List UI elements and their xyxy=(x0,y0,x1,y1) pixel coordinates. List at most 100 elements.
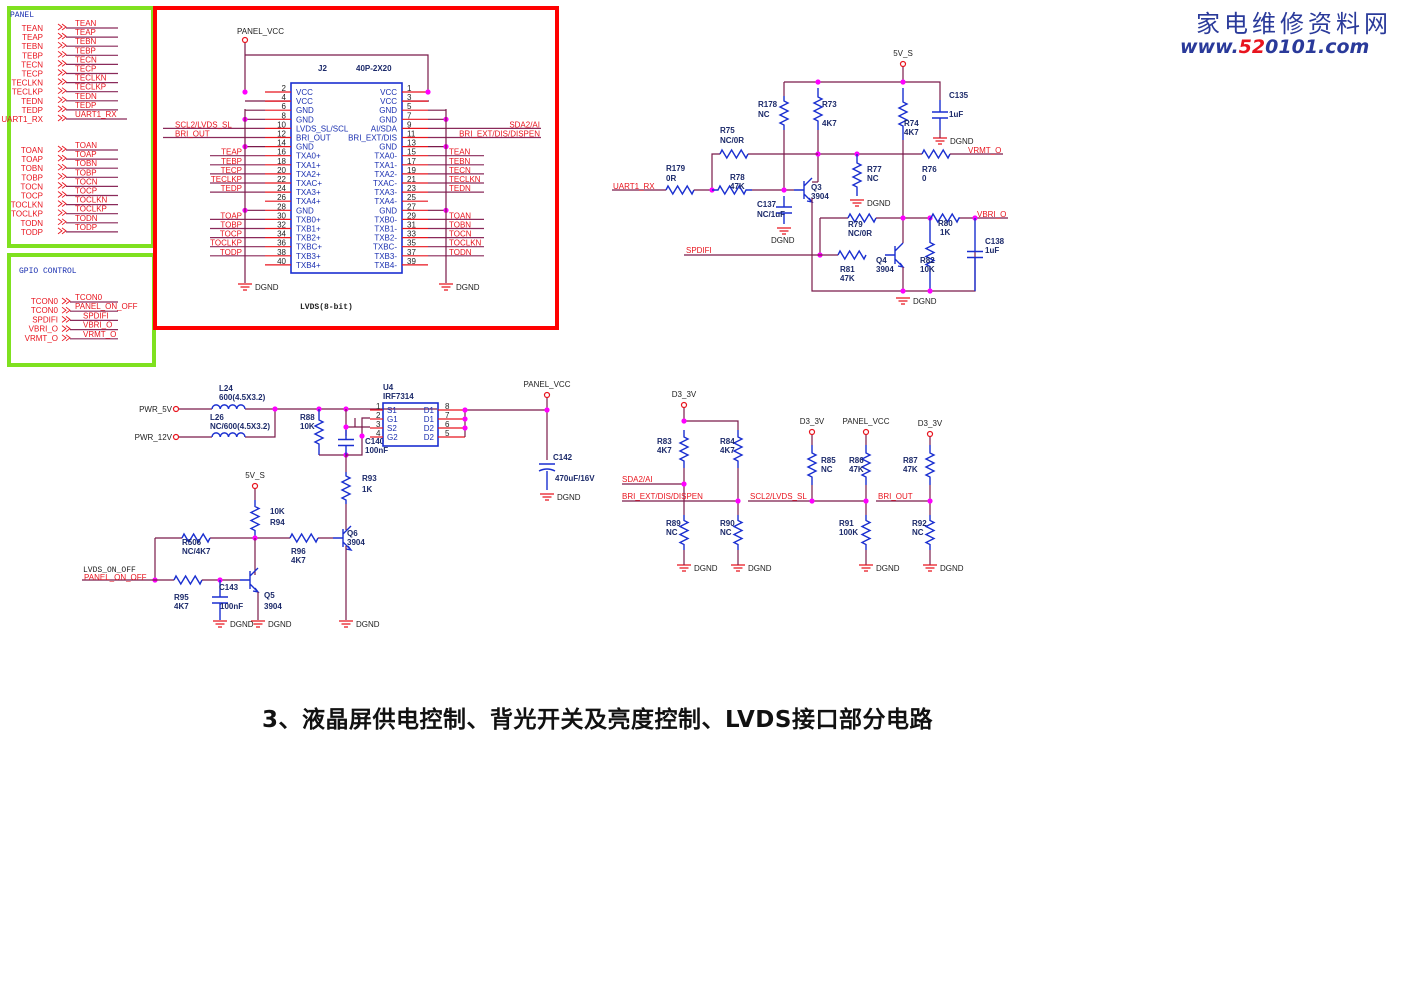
resistor-icon xyxy=(173,574,203,586)
label: Q5 xyxy=(264,591,275,600)
panel-net-label: TEDN xyxy=(75,92,97,101)
pin-name: LVDS_SL/SCL xyxy=(296,124,349,133)
ground-icon xyxy=(251,620,265,628)
label: R96 xyxy=(291,547,306,556)
label: SDA2/AI xyxy=(622,475,653,484)
port-arrow-icon xyxy=(61,334,71,342)
pin-name: TXB1+ xyxy=(296,225,321,234)
label: 4K7 xyxy=(904,128,919,137)
pin-number: 36 xyxy=(277,239,286,248)
panel-port-label: TEAP xyxy=(22,33,43,42)
label: 100nF xyxy=(365,446,388,455)
ground-label: DGND xyxy=(694,564,718,573)
pin-number: 23 xyxy=(407,184,416,193)
pin-name: TXAC- xyxy=(373,179,397,188)
label: PANEL_ON_OFF xyxy=(84,573,147,582)
resistor-icon xyxy=(924,445,936,485)
label: 100K xyxy=(839,528,858,537)
pin-number: 32 xyxy=(277,221,286,230)
pin-name: TXB3+ xyxy=(296,252,321,261)
label: 7 xyxy=(445,411,450,420)
gpio-port-label: VRMT_O xyxy=(25,334,58,343)
watermark-title: 家电维修资料网 xyxy=(1196,10,1392,38)
label: 4K7 xyxy=(174,602,189,611)
resistor-icon xyxy=(921,148,951,160)
power-port-label: PANEL_VCC xyxy=(524,380,571,389)
junction-dot xyxy=(781,187,787,193)
pin-number: 21 xyxy=(407,175,416,184)
label: VBRI_O xyxy=(977,210,1006,219)
port-arrow-icon xyxy=(57,78,67,85)
port-arrow-icon xyxy=(57,154,67,162)
pin-number: 33 xyxy=(407,230,416,239)
capacitor-icon xyxy=(776,196,792,224)
label: R90 xyxy=(720,519,735,528)
label: NC/600(4.5X3.2) xyxy=(210,422,270,431)
label: R91 xyxy=(839,519,854,528)
panel-net-label: TEBP xyxy=(75,46,96,55)
ground-label: DGND xyxy=(950,137,974,146)
net-label: TODN xyxy=(449,248,472,257)
pin-number: 25 xyxy=(407,193,416,202)
panel-port-label: TODN xyxy=(20,219,43,228)
label: 2 xyxy=(376,411,381,420)
label: NC xyxy=(720,528,732,537)
junction-dot xyxy=(462,425,468,431)
resistor-icon xyxy=(712,184,752,196)
pin-number: 38 xyxy=(277,248,286,257)
net-label: TEBN xyxy=(449,157,471,166)
resistor-icon xyxy=(837,249,867,261)
label: Q6 xyxy=(347,529,358,538)
label: NC/0R xyxy=(848,229,872,238)
pin-name: TXB3- xyxy=(374,252,397,261)
label: 3904 xyxy=(811,192,829,201)
pin-name: TXA1- xyxy=(374,161,397,170)
net-label: TOCLKN xyxy=(449,239,482,248)
port-arrow-icon xyxy=(57,50,67,58)
resistor-icon xyxy=(340,472,352,504)
label: NC xyxy=(821,465,833,474)
npn-transistor-icon xyxy=(885,242,905,269)
pin-number: 3 xyxy=(407,93,412,102)
port-arrow-icon xyxy=(57,23,67,31)
inductor-icon xyxy=(211,432,246,438)
label: R76 xyxy=(922,165,937,174)
ground-label: DGND xyxy=(456,283,480,292)
label: 1uF xyxy=(949,110,963,119)
ground-icon xyxy=(933,137,947,145)
pin-number: 2 xyxy=(282,84,287,93)
gpio-port-label: VBRI_O xyxy=(29,325,58,334)
label: Q4 xyxy=(876,256,887,265)
pin-number: 4 xyxy=(282,93,287,102)
resistor-icon xyxy=(924,515,936,550)
pin-number: 27 xyxy=(407,202,416,211)
resistor-icon xyxy=(732,515,744,550)
pin-number: 5 xyxy=(407,102,412,111)
junction-dot xyxy=(900,288,906,294)
pin-name: GND xyxy=(379,206,397,215)
panel-port-label: TEDP xyxy=(22,106,43,115)
net-label: TEDN xyxy=(449,184,471,193)
panel-net-label: TEBN xyxy=(75,37,97,46)
panel-port-label: TOAN xyxy=(21,146,43,155)
pin-name: GND xyxy=(296,115,314,124)
pin-number: 15 xyxy=(407,148,416,157)
label: 4K7 xyxy=(657,446,672,455)
label: 100nF xyxy=(220,602,243,611)
junction-dot xyxy=(359,433,365,439)
panel-port-label: TEBP xyxy=(22,51,43,60)
gpio-net-label: TCON0 xyxy=(75,293,103,302)
pin-number: 16 xyxy=(277,148,286,157)
label: 3904 xyxy=(264,602,282,611)
panel-net-label: TOBN xyxy=(75,159,97,168)
net-label: TOBN xyxy=(449,221,471,230)
pin-name: TXA3- xyxy=(374,188,397,197)
net-label: BRI_OUT xyxy=(175,130,210,139)
label: VRMT_O xyxy=(968,146,1001,155)
label: 4 xyxy=(376,429,381,438)
pin-number: 1 xyxy=(407,84,412,93)
junction-dot xyxy=(735,498,741,504)
label: R79 xyxy=(848,220,863,229)
capacitor-icon xyxy=(212,580,228,620)
